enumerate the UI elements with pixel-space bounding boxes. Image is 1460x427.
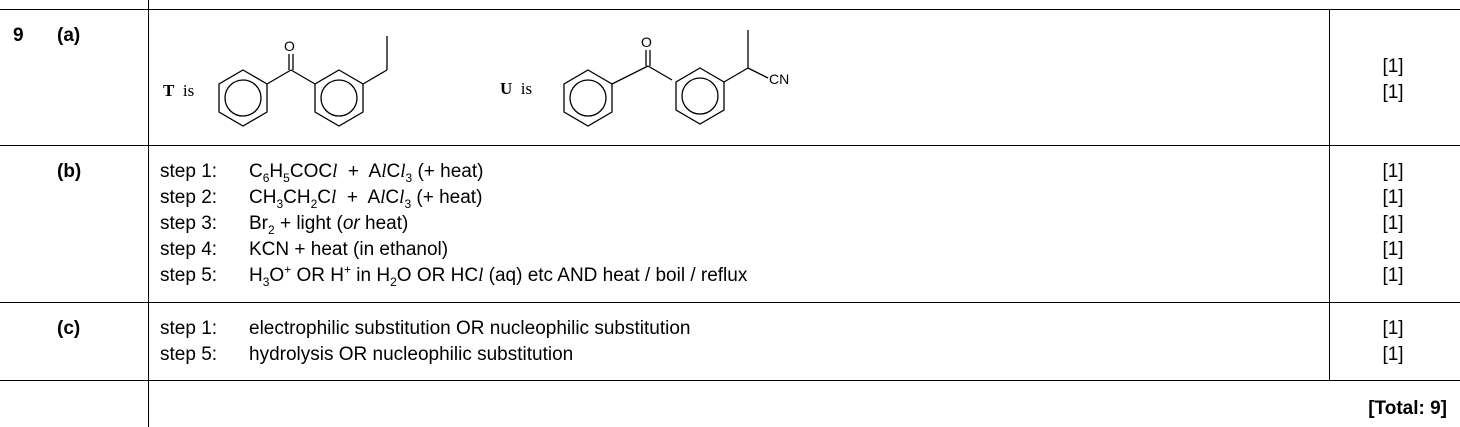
grid-line	[0, 9, 1460, 10]
grid-line	[0, 380, 1460, 381]
step-3-reagents: Br2 + light (or heat)	[249, 213, 409, 237]
grid-line	[0, 145, 1460, 146]
mark: [1]	[1382, 187, 1404, 208]
structure-u-label: U is	[500, 79, 533, 98]
part-a-label: (a)	[57, 25, 81, 46]
grid-line	[1329, 9, 1330, 380]
part-b-label: (b)	[57, 161, 82, 182]
step-1-mechanism: electrophilic substitution OR nucleophil…	[249, 318, 691, 339]
grid-line	[148, 0, 149, 427]
structure-u: O CN	[563, 30, 789, 127]
grid-line	[0, 302, 1460, 303]
mark: [1]	[1382, 239, 1404, 260]
mark: [1]	[1382, 265, 1404, 286]
step-label: step 4:	[160, 239, 218, 260]
step-2-reagents: CH3CH2Cl + AlCl3 (+ heat)	[249, 187, 483, 211]
step-5-mechanism: hydrolysis OR nucleophilic substitution	[249, 344, 574, 365]
total-marks: [Total: 9]	[1368, 398, 1447, 419]
step-label: step 5:	[160, 265, 218, 286]
mark: [1]	[1382, 344, 1404, 365]
mark: [1]	[1382, 82, 1404, 103]
mark: [1]	[1382, 161, 1404, 182]
svg-text:O: O	[641, 34, 652, 50]
mark: [1]	[1382, 213, 1404, 234]
step-label: step 5:	[160, 344, 218, 365]
step-label: step 1:	[160, 161, 218, 182]
structure-t: O	[218, 36, 388, 127]
step-4-reagents: KCN + heat (in ethanol)	[249, 239, 449, 260]
step-label: step 2:	[160, 187, 218, 208]
mark: [1]	[1382, 318, 1404, 339]
svg-text:O: O	[284, 38, 295, 54]
step-label: step 3:	[160, 213, 218, 234]
part-c-label: (c)	[57, 318, 81, 339]
question-number: 9	[13, 25, 24, 46]
structure-t-label: T is	[163, 81, 195, 100]
mark: [1]	[1382, 56, 1404, 77]
step-label: step 1:	[160, 318, 218, 339]
step-5-reagents: H3O+ OR H+ in H2O OR HCl (aq) etc AND he…	[249, 262, 748, 289]
step-1-reagents: C6H5COCl + AlCl3 (+ heat)	[249, 161, 484, 185]
svg-text:CN: CN	[769, 71, 789, 87]
